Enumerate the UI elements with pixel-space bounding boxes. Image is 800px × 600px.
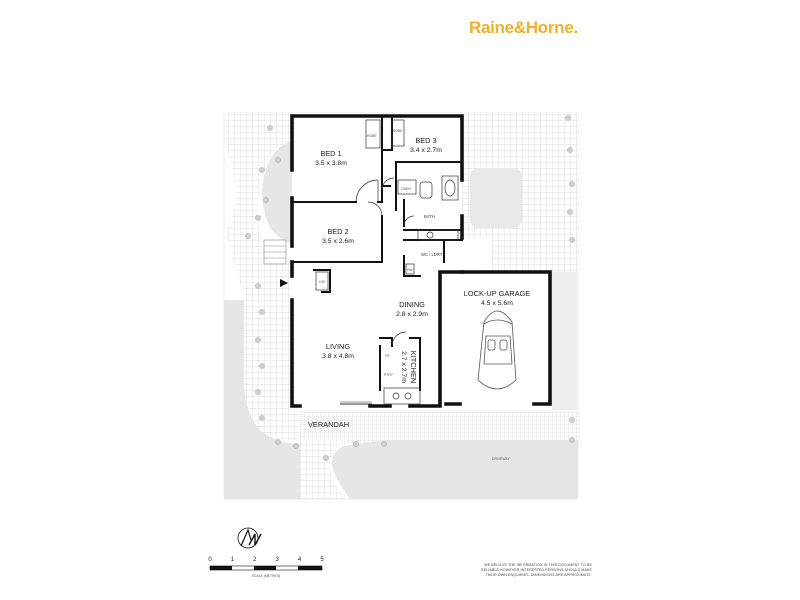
bed3-name: BED 3 bbox=[415, 136, 436, 145]
pantry-label: PTRY bbox=[384, 373, 394, 377]
dining-name: DINING bbox=[399, 300, 425, 309]
garden-right-top bbox=[552, 272, 578, 410]
kitchen-dims: 2.7 x 2.7m bbox=[400, 351, 407, 383]
entry-arrow bbox=[280, 279, 288, 287]
garage-dims: 4.5 x 5.6m bbox=[481, 300, 513, 307]
bed1-name: BED 1 bbox=[320, 149, 341, 158]
scale-ticks: 0 1 2 3 4 5 bbox=[208, 557, 324, 563]
bed2-dims: 3.5 x 2.6m bbox=[322, 238, 354, 245]
grid-area-front bbox=[300, 410, 580, 444]
hwu-label: HW bbox=[407, 268, 413, 272]
driveway-label: DRIVEWAY bbox=[492, 457, 510, 461]
disclaimer: WE BELIEVE THE INFORMATION IN THIS DOCUM… bbox=[466, 563, 592, 578]
garden-plants bbox=[245, 115, 575, 461]
scale-tick-label: 5 bbox=[320, 557, 324, 563]
garden-bed-left bbox=[262, 113, 292, 244]
cupboard-label: C/B bbox=[319, 280, 325, 284]
scale-label: SCALE (METRES) bbox=[252, 574, 280, 578]
living-dims: 3.8 x 4.8m bbox=[322, 353, 354, 360]
living-name: LIVING bbox=[326, 342, 350, 351]
brand-logo: Raine&Horne. bbox=[469, 18, 578, 37]
scale-tick-label: 2 bbox=[253, 557, 257, 563]
scale-tick-label: 4 bbox=[298, 557, 302, 563]
scale-bar bbox=[209, 565, 323, 571]
scale-tick-label: 3 bbox=[276, 557, 280, 563]
scale-tick-label: 0 bbox=[208, 557, 212, 563]
north-arrow-icon bbox=[237, 527, 262, 549]
scale-tick-label: 1 bbox=[231, 557, 235, 563]
bed1-dims: 3.5 x 3.8m bbox=[315, 160, 347, 167]
car-outline bbox=[477, 310, 517, 390]
disclaimer-line: THEIR OWN ENQUIRIES. DIMENSIONS ARE APPR… bbox=[485, 573, 592, 577]
disclaimer-line: WE BELIEVE THE INFORMATION IN THIS DOCUM… bbox=[484, 563, 592, 567]
path-front bbox=[300, 440, 348, 499]
linen-label: LINEN bbox=[401, 187, 412, 191]
dining-dims: 2.8 x 2.9m bbox=[396, 311, 428, 318]
wc-laundry-label: WC / LDRY bbox=[421, 252, 443, 257]
robe2-label: ROBE bbox=[393, 129, 403, 133]
fridge-label: FR bbox=[385, 354, 390, 358]
verandah-label: VERANDAH bbox=[308, 420, 349, 429]
front-lawn-left bbox=[224, 300, 300, 499]
external-walls bbox=[290, 114, 552, 408]
driveway bbox=[331, 440, 578, 499]
bath-label: BATH bbox=[424, 214, 435, 219]
fixtures bbox=[315, 119, 459, 405]
bed3-dims: 3.4 x 2.7m bbox=[410, 147, 442, 154]
kitchen-name: KITCHEN bbox=[409, 351, 418, 383]
bed2-name: BED 2 bbox=[327, 227, 348, 236]
garage-name: LOCK-UP GARAGE bbox=[464, 289, 530, 298]
disclaimer-line: RELIABLE HOWEVER INTERESTED PERSONS SHOU… bbox=[481, 568, 592, 572]
garage-floor bbox=[444, 272, 552, 406]
robe1-label: ROBE bbox=[367, 134, 377, 138]
grid-path-left bbox=[224, 113, 300, 440]
shed-slab bbox=[470, 168, 522, 228]
